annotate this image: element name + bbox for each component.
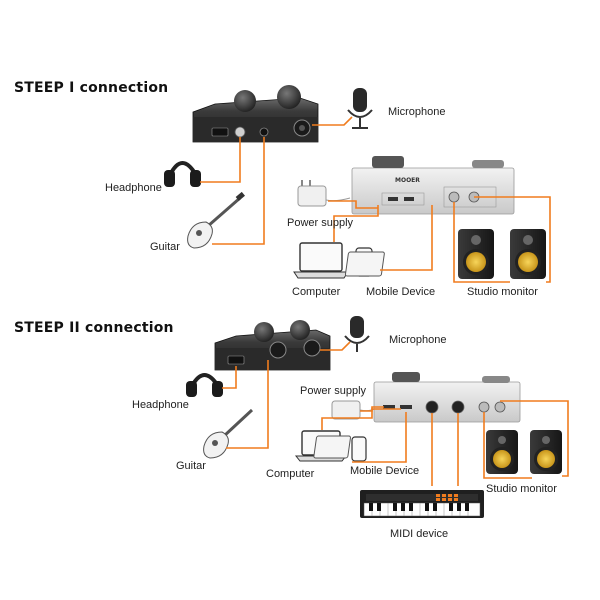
guitar-icon [203,408,254,459]
power-supply-label: Power supply [287,217,354,229]
midi-device-icon [360,490,484,518]
section-1-diagram: MOOER [164,85,551,283]
microphone-icon [347,88,373,129]
knob-icon [254,322,274,342]
guitar-label: Guitar [176,460,206,472]
studio-monitor-icon [458,229,546,279]
mobile-device-icon [313,435,367,462]
steep-ii-interface [214,320,331,371]
studio-monitor-icon [486,430,562,474]
computer-label: Computer [266,468,315,480]
knob-icon [290,320,310,340]
section-2-diagram [186,316,569,518]
steep-i-rear-panel: MOOER [351,156,515,215]
power-supply-label: Power supply [300,385,367,397]
microphone-icon [344,316,370,352]
microphone-label: Microphone [389,334,447,346]
headphone-icon [164,161,201,187]
guitar-label: Guitar [150,241,180,253]
section-1-title: STEEP I connection [14,80,169,96]
headphone-label: Headphone [132,399,189,411]
mobile-device-label: Mobile Device [366,286,436,298]
computer-label: Computer [292,286,341,298]
power-supply-icon [297,180,351,207]
studio-monitor-label: Studio monitor [467,286,538,298]
headphone-label: Headphone [105,182,162,194]
mobile-device-icon [344,247,385,277]
midi-device-label: MIDI device [390,528,449,540]
section-2-title: STEEP II connection [14,320,174,336]
headphone-icon [186,373,223,397]
computer-icon [293,242,349,279]
steep-ii-rear-panel [373,372,521,423]
steep-i-interface [192,85,319,143]
mobile-device-label: Mobile Device [350,465,420,477]
microphone-label: Microphone [388,106,446,118]
cables-section-1 [200,116,551,283]
knob-icon [234,90,256,112]
cables-section-2 [222,341,569,486]
guitar-icon [187,191,245,249]
brand-label: MOOER [395,177,420,184]
studio-monitor-label: Studio monitor [486,483,557,495]
power-supply-icon [331,400,377,420]
knob-icon [277,85,301,109]
